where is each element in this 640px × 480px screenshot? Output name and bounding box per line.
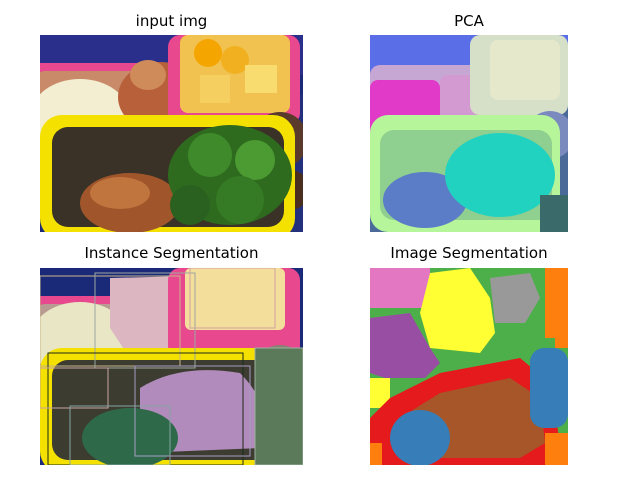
input-image: [40, 35, 303, 232]
instance-segmentation-title: Instance Segmentation: [84, 244, 259, 262]
image-segmentation-map: [370, 268, 568, 465]
pca-title: PCA: [454, 12, 484, 30]
input-img-title: input img: [135, 12, 208, 30]
pca-image: [370, 35, 568, 232]
instance-segmentation-image: [40, 268, 303, 465]
image-segmentation-title: Image Segmentation: [390, 244, 548, 262]
